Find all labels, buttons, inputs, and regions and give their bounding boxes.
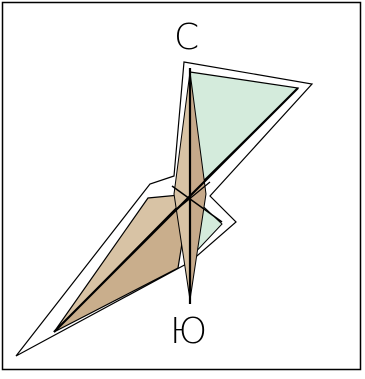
south-label: Ю [170, 314, 207, 350]
north-label: С [174, 20, 199, 56]
green-triangle-ne [190, 72, 298, 194]
